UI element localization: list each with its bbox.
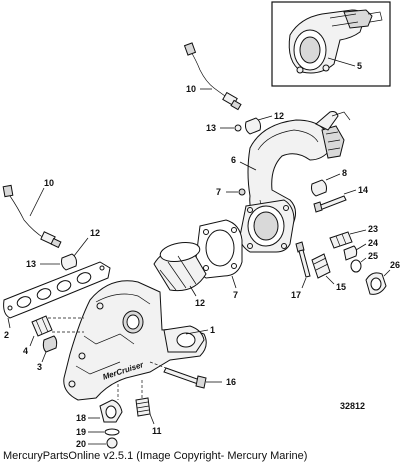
- callout-19: 18: [76, 413, 86, 423]
- callout-2: 2: [4, 330, 9, 340]
- callout-11: 11: [152, 426, 162, 436]
- o-ring-25: [350, 259, 362, 273]
- cap-3: [42, 335, 58, 353]
- callout-13a: 13: [206, 123, 216, 133]
- fitting-23: [329, 231, 353, 249]
- bolt-16: [295, 241, 311, 278]
- callout-12b: 12: [90, 228, 100, 238]
- callout-4: 4: [23, 346, 28, 356]
- plug-upper: [245, 117, 261, 135]
- callout-3: 3: [37, 362, 42, 372]
- washer-20: [104, 428, 120, 436]
- callout-20: 19: [76, 427, 86, 437]
- callout-13b: 13: [26, 259, 36, 269]
- oxygen-sensor-lower: [2, 184, 62, 249]
- fitting-24: [343, 245, 358, 261]
- callout-1: 1: [210, 325, 215, 335]
- manifold-gasket: [3, 261, 111, 319]
- gasket-7: [195, 219, 243, 279]
- callout-25: 25: [368, 251, 378, 261]
- callout-5: 5: [357, 61, 362, 71]
- callout-10b: 10: [44, 178, 54, 188]
- callout-7: 7: [233, 290, 238, 300]
- inset-detail: 5: [271, 1, 391, 87]
- sleeve-4: [31, 315, 53, 337]
- callout-17: 12: [195, 298, 205, 308]
- elbow-adapter-part: [288, 9, 383, 74]
- callout-15: 14: [358, 185, 368, 195]
- callout-9: 8: [342, 168, 347, 178]
- callout-21: 20: [76, 439, 86, 449]
- cap: [311, 179, 327, 197]
- bolt-15: [313, 195, 347, 213]
- callout-6: 6: [231, 155, 236, 165]
- cap-21: [106, 437, 118, 449]
- callout-24: 24: [368, 238, 378, 248]
- callout-16: 17: [291, 290, 301, 300]
- oxygen-sensor-upper: [183, 42, 242, 111]
- fitting-11: [135, 397, 151, 417]
- elbow-fitting-26: [365, 272, 387, 295]
- footer-copyright: MercuryPartsOnline v2.5.1 (Image Copyrig…: [3, 450, 307, 462]
- washer-upper: [234, 124, 242, 132]
- reference-number: 32812: [340, 401, 365, 411]
- small-plug: [238, 188, 246, 196]
- elbow-flange: [239, 199, 295, 253]
- fitting-19: [99, 399, 123, 423]
- callout-18: 16: [226, 377, 236, 387]
- callout-10a: 10: [186, 84, 196, 94]
- fitting-14: [311, 253, 331, 279]
- sleeve-17: [153, 241, 207, 292]
- exhaust-manifold: MerCruiser: [63, 280, 207, 401]
- callout-8: 7: [216, 187, 221, 197]
- callout-23: 23: [368, 224, 378, 234]
- plug-lower: [61, 253, 77, 271]
- callout-14: 15: [336, 282, 346, 292]
- bolt-18: [163, 367, 207, 389]
- callout-26: 26: [390, 260, 400, 270]
- callout-12a: 12: [274, 111, 284, 121]
